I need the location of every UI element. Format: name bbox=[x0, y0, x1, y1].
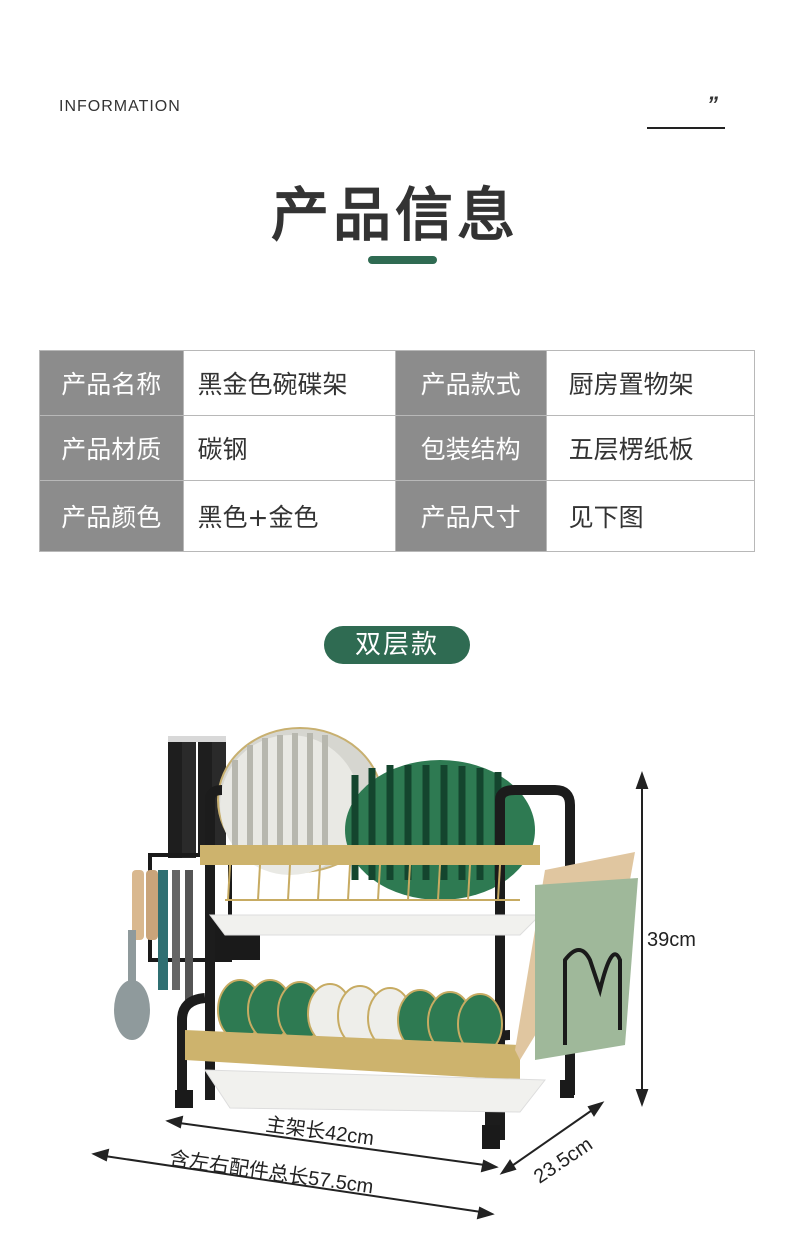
quote-mark-icon: ” bbox=[707, 92, 718, 117]
spec-key: 产品款式 bbox=[394, 350, 547, 416]
spec-key: 产品材质 bbox=[39, 415, 184, 481]
lower-tray-illustration bbox=[185, 1030, 547, 1113]
upper-plates-illustration bbox=[217, 727, 535, 900]
spec-key: 产品颜色 bbox=[39, 480, 184, 552]
spec-value: 黑金色碗碟架 bbox=[182, 350, 396, 416]
quote-underline bbox=[647, 127, 725, 129]
spec-value: 碳钢 bbox=[182, 415, 396, 481]
page-title: 产品信息 bbox=[270, 181, 519, 249]
spec-value: 厨房置物架 bbox=[545, 350, 756, 416]
spec-value: 黑色+金色 bbox=[182, 480, 396, 552]
table-row: 产品颜色 黑色+金色 产品尺寸 见下图 bbox=[39, 480, 756, 552]
height-dimension-label: 39cm bbox=[647, 929, 696, 951]
spec-key: 产品尺寸 bbox=[394, 480, 547, 552]
variant-badge: 双层款 bbox=[324, 626, 470, 664]
spec-key: 包装结构 bbox=[394, 415, 547, 481]
spec-value: 见下图 bbox=[545, 480, 756, 552]
spec-value: 五层楞纸板 bbox=[545, 415, 756, 481]
spec-table: 产品名称 黑金色碗碟架 产品款式 厨房置物架 产品材质 碳钢 包装结构 五层楞纸… bbox=[39, 350, 756, 552]
dimension-arrows bbox=[91, 771, 649, 1220]
title-underline bbox=[368, 256, 437, 264]
spec-key: 产品名称 bbox=[39, 350, 184, 416]
section-label: INFORMATION bbox=[59, 98, 181, 115]
table-row: 产品名称 黑金色碗碟架 产品款式 厨房置物架 bbox=[39, 350, 756, 416]
cutting-board-illustration bbox=[515, 852, 638, 1060]
upper-tray-illustration bbox=[200, 845, 542, 936]
table-row: 产品材质 碳钢 包装结构 五层楞纸板 bbox=[39, 415, 756, 481]
